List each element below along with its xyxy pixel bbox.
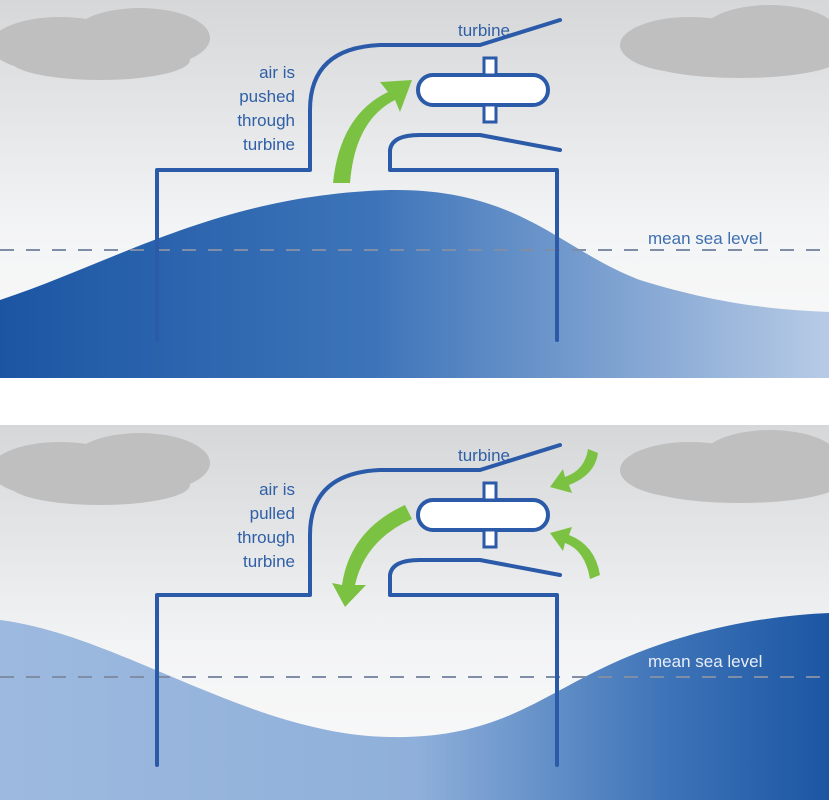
air-label-line: air is [259, 480, 295, 499]
air-label-line: turbine [243, 552, 295, 571]
air-in-arrow-icon [550, 527, 600, 579]
cloud-icon [620, 5, 829, 78]
turbine-icon [416, 56, 550, 124]
air-label-line: pulled [250, 504, 295, 523]
air-label-line: pushed [239, 87, 295, 106]
sea-level-label: mean sea level [648, 229, 762, 248]
sea-level-label: mean sea level [648, 652, 762, 671]
air-label-line: air is [259, 63, 295, 82]
chamber-outer-wall [155, 443, 562, 767]
air-in-arrow-icon [550, 449, 598, 493]
chamber-outer-wall [155, 18, 562, 342]
air-label-line: turbine [243, 135, 295, 154]
turbine-label: turbine [458, 21, 510, 40]
turbine-icon [416, 481, 550, 549]
cloud-icon [0, 433, 210, 505]
air-label-line: through [237, 111, 295, 130]
turbine-label: turbine [458, 446, 510, 465]
top-panel: mean sea level turbine air is pushed thr… [0, 0, 829, 378]
air-down-arrow-icon [332, 505, 412, 607]
chamber-inner-wall [388, 558, 562, 767]
air-up-arrow-icon [333, 80, 412, 183]
water-wave [0, 613, 829, 800]
chamber-inner-wall [388, 133, 562, 342]
bottom-panel: mean sea level turbine air is pulled thr… [0, 425, 829, 800]
water-wave [0, 189, 829, 378]
cloud-icon [620, 430, 829, 503]
cloud-icon [0, 8, 210, 80]
air-label-line: through [237, 528, 295, 547]
